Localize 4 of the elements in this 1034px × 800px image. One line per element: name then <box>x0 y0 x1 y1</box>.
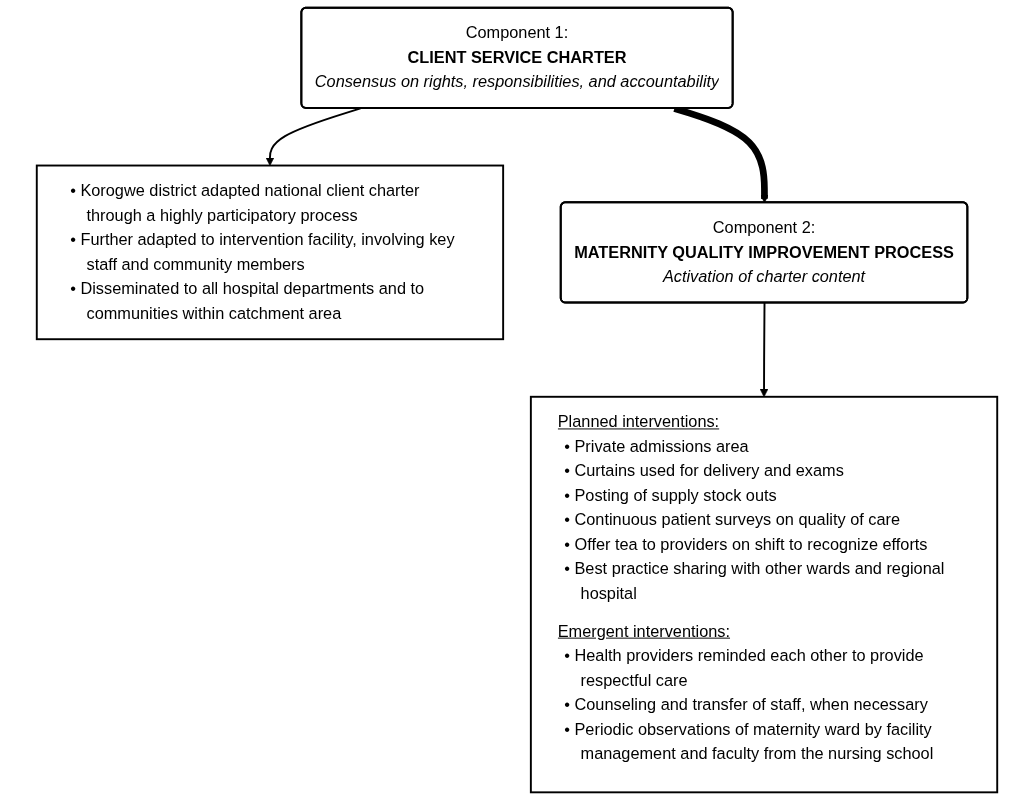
node-box: • Korogwe district adapted national client charter through a highly participatory process • Further adapted to intervention facility, involving key staff and community members • Disseminated to all hospital departments and to communities within catchment area <box>35 164 505 341</box>
arrow <box>759 302 769 398</box>
arrow <box>265 107 362 166</box>
node-box: Planned interventions: • Private admissions area • Curtains used for delivery and exams • Posting of supply stock outs • Continuous patient surveys on quality of care • Offer tea to providers on shift to recognize efforts • Best practice sharing with other wards and regional hospital Emergent interventions: • Health providers reminded each other to provide respectful care • Counseling and transfer of staff, when necessary • Periodic observations of maternity ward by facility management and faculty from the nursing school <box>529 395 999 794</box>
